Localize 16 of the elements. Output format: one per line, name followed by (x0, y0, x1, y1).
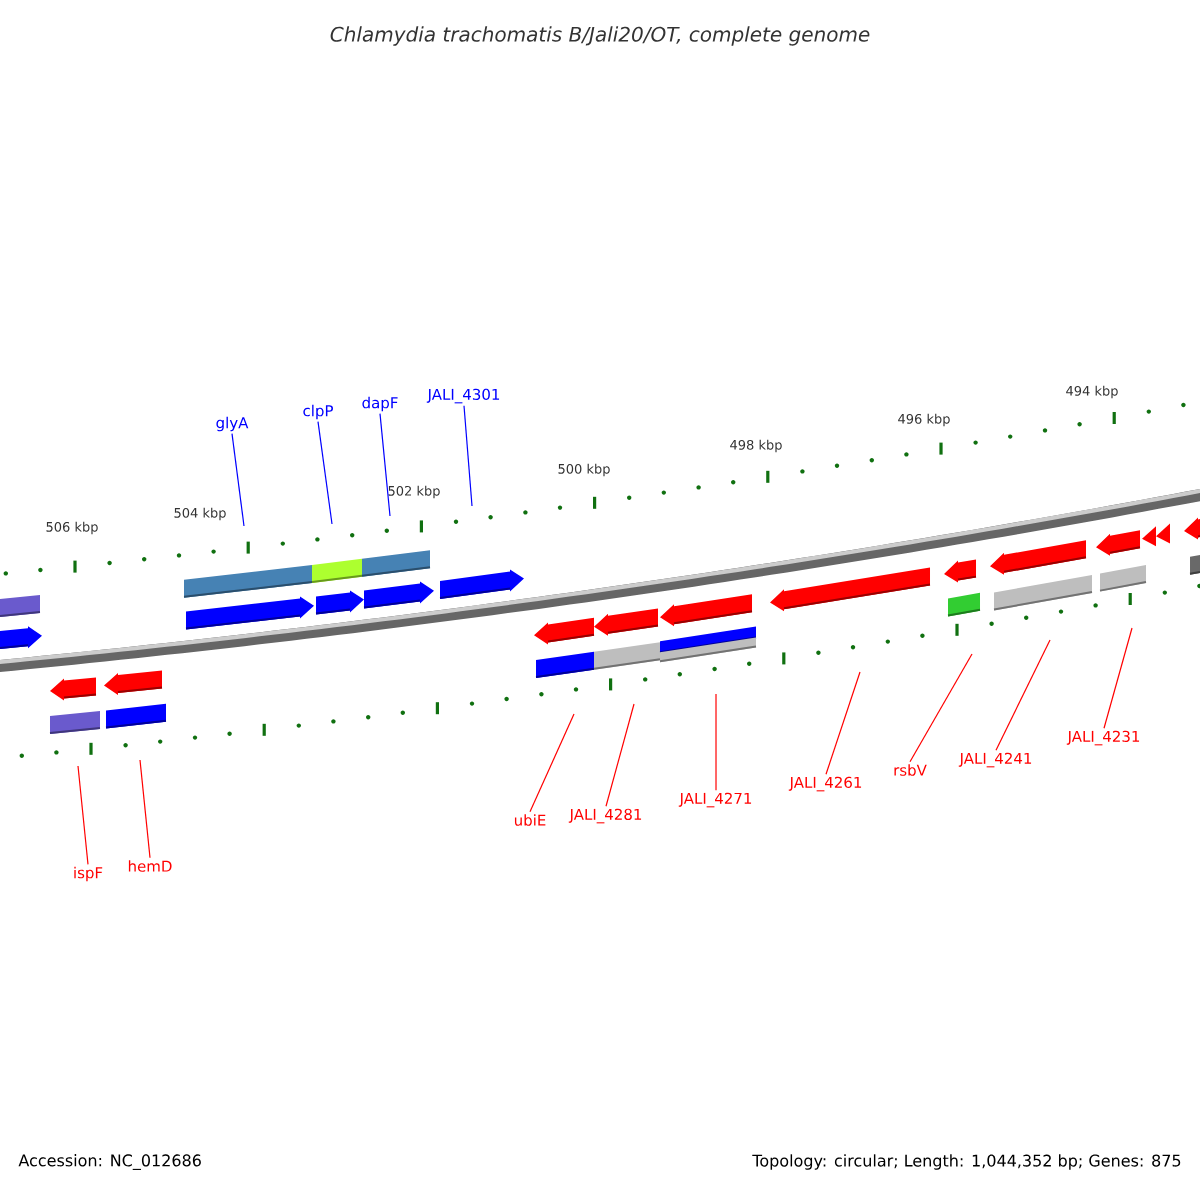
leader-line (379, 413, 391, 517)
title: Chlamydia trachomatis B/Jali20/OT, complete genome (330, 26, 870, 46)
leader-line (77, 765, 89, 865)
footer-text: Accession: NC_012686 (18, 1154, 201, 1170)
leader-line (463, 405, 473, 507)
leader-line (715, 693, 717, 791)
footer-text: Topology: circular; Length: 1,044,352 bp; Genes: 875 (752, 1154, 1181, 1170)
leader-line (605, 703, 635, 807)
leader-line (231, 433, 245, 527)
leader-line (529, 713, 575, 813)
leader-line (995, 639, 1051, 751)
leader-line (139, 759, 151, 859)
leader-line (317, 421, 333, 525)
leader-line (1103, 627, 1133, 729)
leader-line (825, 671, 861, 775)
leader-line (909, 653, 973, 763)
